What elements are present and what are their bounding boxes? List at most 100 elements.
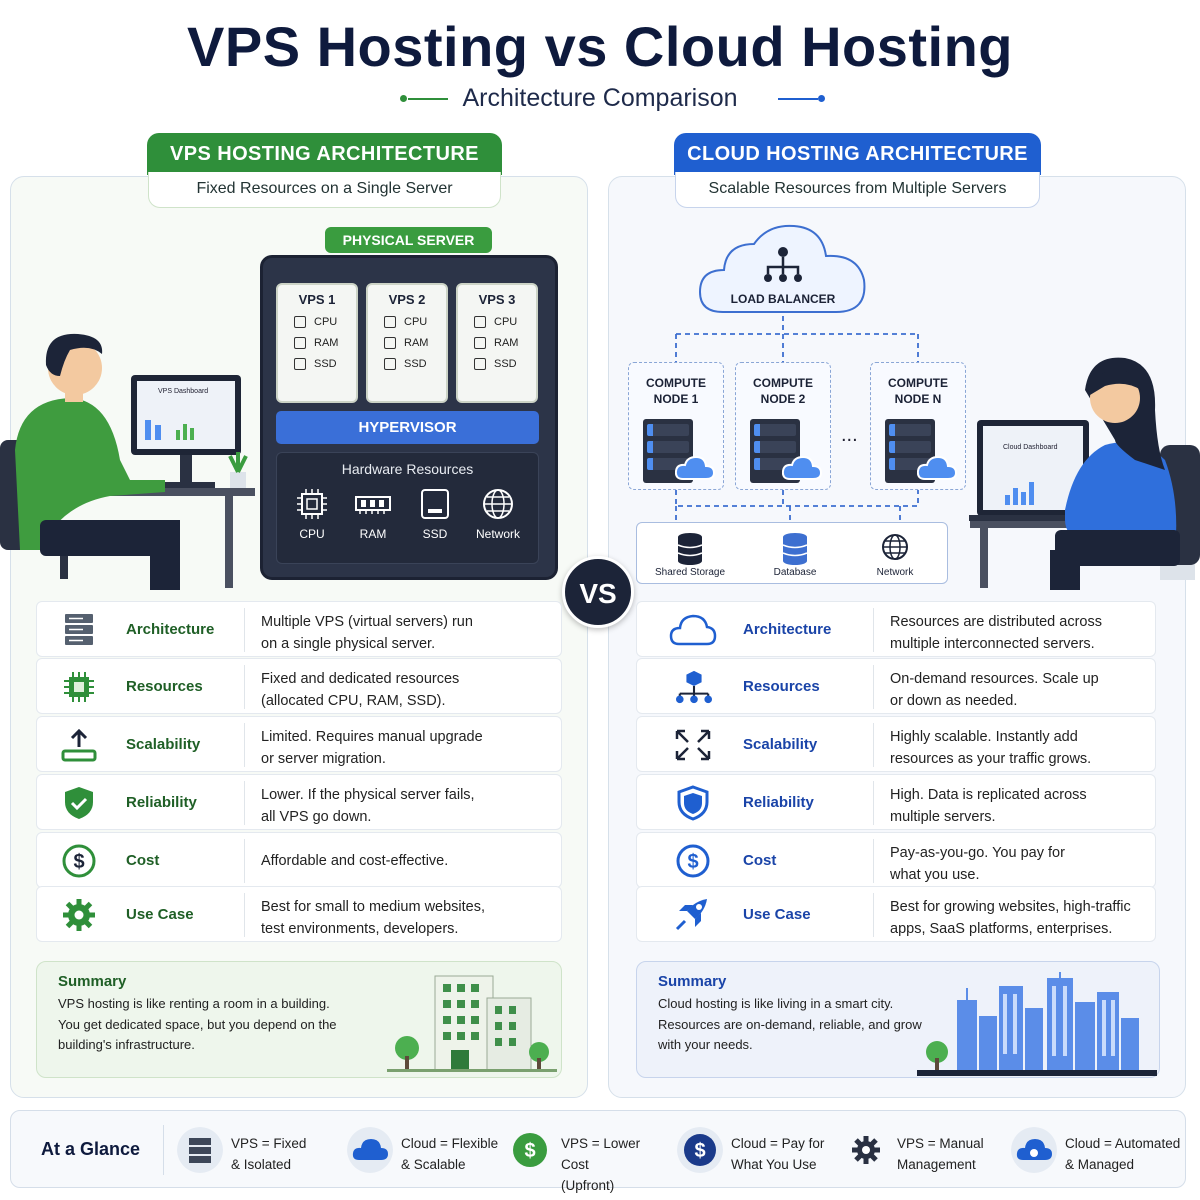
svg-text:$: $: [687, 851, 698, 873]
network: Network: [845, 531, 945, 578]
dollar-icon: $: [676, 844, 710, 878]
globe-icon: [882, 534, 908, 560]
chip-icon: [64, 672, 94, 702]
dollar-icon: $: [677, 1127, 723, 1173]
row-label: Architecture: [743, 621, 832, 638]
row-label: Scalability: [743, 736, 818, 753]
compute-node-n: COMPUTE NODE N: [870, 362, 966, 490]
svg-text:$: $: [524, 1140, 535, 1162]
cloud-connectors: [675, 316, 919, 522]
server-icon: [177, 1127, 223, 1173]
node-title-line1: COMPUTE: [888, 376, 948, 390]
shared-resources-box: Shared Storage Database Network: [636, 522, 948, 584]
gear-icon: [63, 899, 95, 931]
row-description: Affordable and cost-effective.: [261, 853, 449, 869]
vps-header: VPS HOSTING ARCHITECTURE: [147, 133, 502, 175]
nodes-ellipsis: ...: [841, 424, 858, 446]
vps-summary: Summary VPS hosting is like renting a ro…: [36, 961, 562, 1078]
rocket-icon: [675, 899, 707, 931]
ram-icon: [355, 496, 391, 514]
vps-resource-ssd: SSD: [294, 358, 356, 370]
row-label: Use Case: [126, 906, 194, 923]
cloud-gear-icon: [1011, 1127, 1057, 1173]
vps-resource-ram: RAM: [384, 337, 446, 349]
glance-text: Cloud = Flexible& Scalable: [401, 1136, 499, 1172]
building-illustration: [387, 975, 557, 1072]
row-label: Resources: [743, 678, 820, 695]
hardware-network: Network: [473, 487, 523, 541]
database-icon: [782, 533, 808, 565]
row-label: Use Case: [743, 906, 811, 923]
cloud-row-use-case: Use Case Best for growing websites, high…: [636, 886, 1156, 942]
vps-box-title: VPS 3: [478, 292, 516, 307]
at-a-glance-title: At a Glance: [41, 1139, 141, 1159]
hardware-ram: RAM: [348, 487, 398, 541]
cloud-row-reliability: Reliability High. Data is replicated acr…: [636, 774, 1156, 830]
vps-row-use-case: Use Case Best for small to medium websit…: [36, 886, 562, 942]
cpu-icon: [384, 316, 396, 328]
shield-icon: [65, 787, 93, 819]
cloud-header: CLOUD HOSTING ARCHITECTURE: [674, 133, 1041, 175]
ssd-icon: [421, 489, 449, 519]
cloud-icon: [347, 1127, 393, 1173]
subtitle-dot-right: [818, 95, 825, 102]
summary-text: Cloud hosting is like living in a smart …: [658, 996, 922, 1052]
gear-icon: [852, 1136, 880, 1164]
globe-icon: [483, 489, 513, 519]
cloud-icon: [675, 455, 715, 480]
hypervisor-bar: HYPERVISOR: [276, 411, 539, 444]
shared-storage: Shared Storage: [640, 531, 740, 578]
row-description: Lower. If the physical server fails,all …: [261, 787, 475, 825]
vps-row-reliability: Reliability Lower. If the physical serve…: [36, 774, 562, 830]
cpu-icon: [297, 489, 327, 519]
vps-resource-cpu: CPU: [474, 316, 536, 328]
vps-box-1: VPS 1 CPU RAM SSD: [276, 283, 358, 403]
physical-server-label: PHYSICAL SERVER: [325, 227, 492, 253]
cloud-developer-illustration: Cloud Dashboard: [969, 357, 1200, 590]
vps-row-architecture: Architecture Multiple VPS (virtual serve…: [36, 601, 562, 657]
vps-box-2: VPS 2 CPU RAM SSD: [366, 283, 448, 403]
expand-icon: [675, 729, 711, 761]
vs-badge: VS: [562, 556, 634, 628]
upload-icon: [61, 728, 97, 762]
page-title: VPS Hosting vs Cloud Hosting: [186, 15, 1014, 78]
compute-node-1: COMPUTE NODE 1: [628, 362, 724, 490]
hardware-ssd: SSD: [410, 487, 460, 541]
glance-text: VPS = Lower Cost(Upfront): [561, 1136, 641, 1193]
load-balancer-label: LOAD BALANCER: [730, 292, 836, 306]
hardware-resources: Hardware Resources CPU RAM SSD Network: [276, 452, 539, 564]
summary-text: VPS hosting is like renting a room in a …: [58, 996, 337, 1052]
ssd-icon: [384, 358, 396, 370]
cloud-icon: [782, 455, 822, 480]
vps-row-resources: Resources Fixed and dedicated resources(…: [36, 658, 562, 714]
row-label: Cost: [743, 852, 777, 869]
at-a-glance-bar: At a Glance VPS = Fixed& Isolated Cloud …: [10, 1110, 1186, 1193]
subtitle-dot-left: [400, 95, 407, 102]
summary-title: Summary: [658, 973, 727, 990]
node-title-line2: NODE 2: [760, 392, 806, 406]
ssd-icon: [294, 358, 306, 370]
summary-title: Summary: [58, 973, 127, 990]
subtitle-line-right: [778, 98, 818, 100]
vps-resource-ssd: SSD: [384, 358, 446, 370]
cpu-icon: [294, 316, 306, 328]
vps-resource-ram: RAM: [474, 337, 536, 349]
server-icon: [65, 614, 93, 645]
vps-resource-ram: RAM: [294, 337, 356, 349]
vps-row-scalability: Scalability Limited. Requires manual upg…: [36, 716, 562, 772]
node-title-line1: COMPUTE: [646, 376, 706, 390]
row-label: Reliability: [743, 794, 814, 811]
row-label: Reliability: [126, 794, 197, 811]
hardware-cpu: CPU: [287, 487, 337, 541]
cloud-subheader: Scalable Resources from Multiple Servers: [675, 172, 1040, 208]
ssd-icon: [474, 358, 486, 370]
subtitle-line-left: [408, 98, 448, 100]
